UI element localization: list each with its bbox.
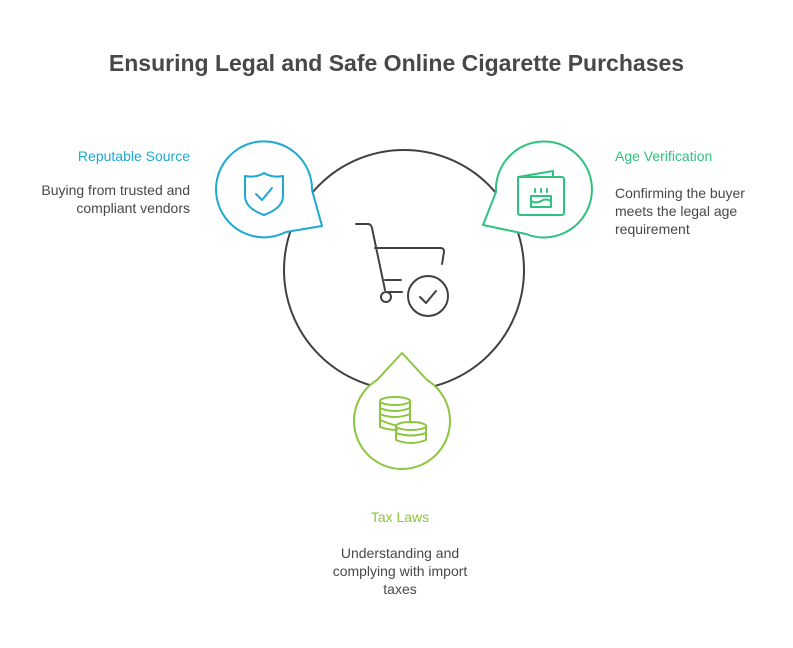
- age-verification-pin: [482, 140, 593, 239]
- description-line: taxes: [383, 581, 417, 597]
- reputable-source-label: Reputable Source: [77, 148, 190, 164]
- shopping-cart-check-icon: [355, 223, 449, 317]
- description-line: meets the legal age: [615, 203, 738, 219]
- tax-laws-description: Understanding and complying with import …: [290, 544, 510, 598]
- description-line: requirement: [615, 221, 690, 237]
- coin-stacks-icon: [379, 396, 427, 444]
- tax-laws-label: Tax Laws: [370, 509, 430, 525]
- description-line: compliant vendors: [76, 200, 190, 216]
- reputable-source-description: Buying from trusted and compliant vendor…: [10, 181, 190, 217]
- tax-laws-pin: [353, 352, 451, 470]
- description-line: Buying from trusted and: [41, 182, 190, 198]
- age-verification-label: Age Verification: [615, 148, 713, 164]
- shield-check-icon: [244, 172, 284, 216]
- age-verification-description: Confirming the buyer meets the legal age…: [615, 184, 790, 238]
- diagram-title: Ensuring Legal and Safe Online Cigarette…: [108, 50, 685, 76]
- birthday-card-icon: [517, 170, 565, 216]
- reputable-source-pin: [215, 140, 323, 239]
- description-line: complying with import: [332, 563, 468, 579]
- description-line: Confirming the buyer: [615, 185, 745, 201]
- description-line: Understanding and: [340, 545, 460, 561]
